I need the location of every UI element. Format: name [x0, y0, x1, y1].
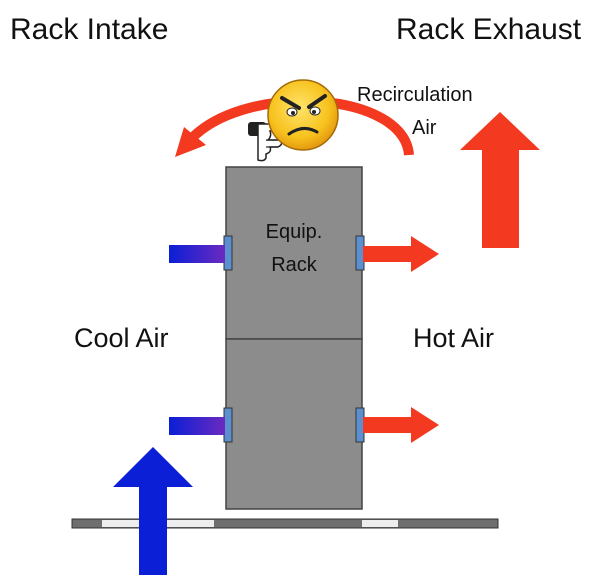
- angry-thumbs-down-emoji-icon: [248, 79, 339, 162]
- rack-exhaust-arrow: [460, 112, 540, 248]
- rack-upper-section: [225, 166, 363, 340]
- cool-air-inlet-lower: [169, 417, 225, 435]
- cool-air-inlet-upper: [169, 245, 225, 263]
- intake-vent-lower: [223, 407, 233, 443]
- raised-floor: [71, 518, 499, 529]
- perforated-tile-right: [362, 520, 398, 527]
- recirculation-air-label: Air: [412, 117, 437, 139]
- rack-label: Rack: [271, 254, 317, 276]
- hot-air-label: Hot Air: [413, 323, 495, 353]
- cool-air-label: Cool Air: [74, 323, 169, 353]
- exhaust-vent-lower: [355, 407, 365, 443]
- equipment-rack: [223, 166, 365, 510]
- equip-label: Equip.: [265, 221, 323, 243]
- hot-air-exhaust-arrow-upper: [363, 236, 439, 272]
- hot-air-exhaust-arrow-lower: [363, 407, 439, 443]
- rack-intake-label: Rack Intake: [10, 13, 169, 46]
- rack-lower-section: [225, 338, 363, 510]
- cool-air-supply-arrow: [113, 447, 193, 575]
- recirculation-label: Recirculation: [357, 84, 473, 106]
- rack-exhaust-label: Rack Exhaust: [396, 13, 582, 46]
